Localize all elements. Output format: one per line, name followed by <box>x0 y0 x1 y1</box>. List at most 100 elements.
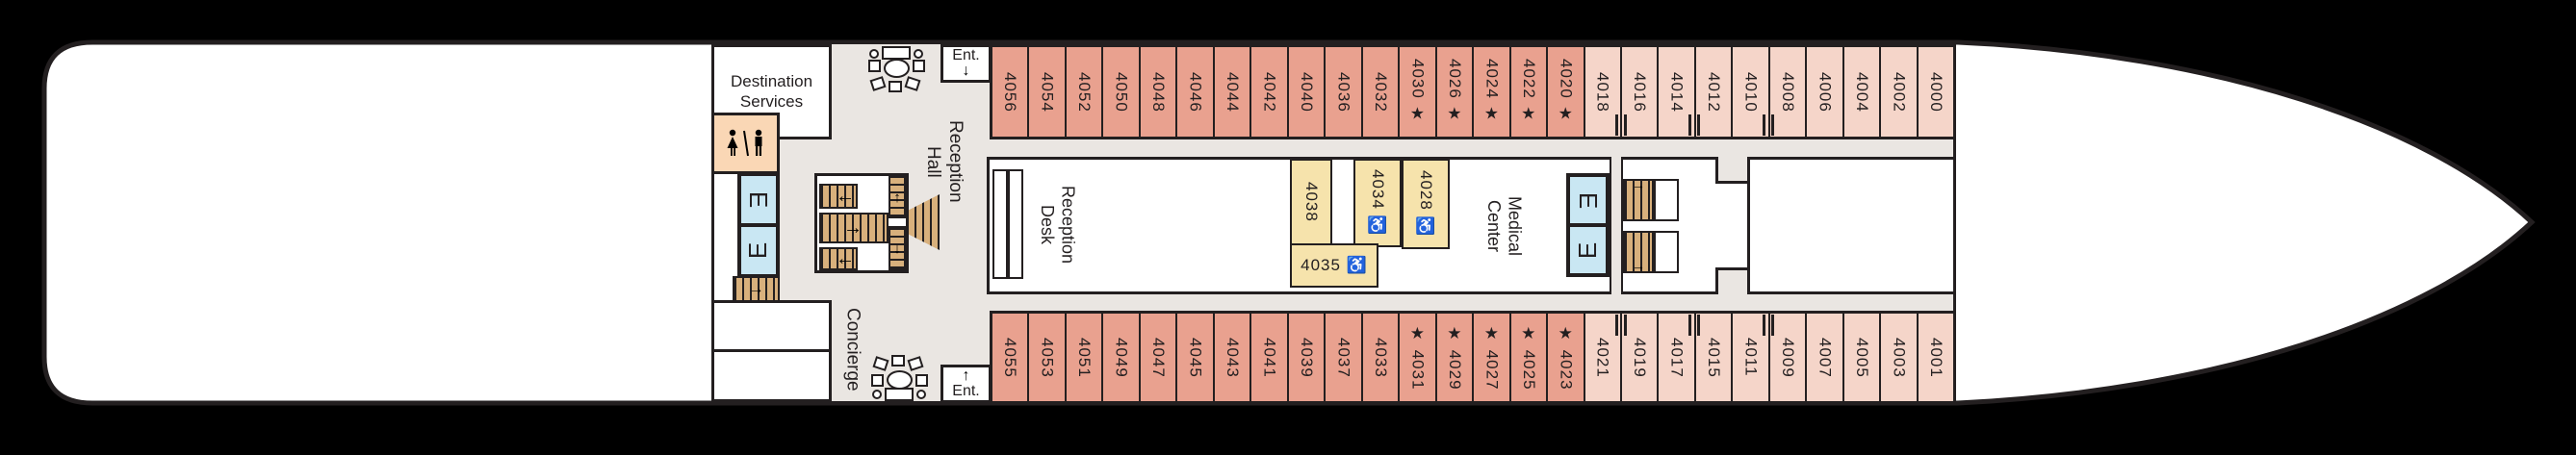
entrance-label: Ent. <box>952 47 980 63</box>
cabin-4014: 4014 <box>1657 47 1694 137</box>
chair-icon <box>872 390 882 399</box>
cabin-number: 4034 <box>1369 169 1387 211</box>
cabin-number: ★ 4031 <box>1408 324 1428 391</box>
entrance-bottom: ↑ Ent. <box>940 365 992 403</box>
cabin-number: 4022 ★ <box>1519 59 1538 125</box>
cabin-4011: 4011 <box>1731 314 1768 401</box>
cabin-4017: 4017 <box>1657 314 1694 401</box>
connecting-rooms-mark <box>1614 315 1627 336</box>
cabin-4006: 4006 <box>1805 47 1842 137</box>
cabin-4055: 4055 <box>992 314 1028 401</box>
cabin-number: 4047 <box>1149 337 1169 378</box>
cabin-number: 4021 <box>1593 337 1612 378</box>
elevator-label: E <box>744 190 774 209</box>
cabin-number: 4017 <box>1667 337 1687 378</box>
cabin-4046: 4046 <box>1175 47 1213 137</box>
table-icon <box>882 46 911 60</box>
stair-landing <box>1654 179 1679 221</box>
table-icon <box>885 388 914 401</box>
cabin-number: 4008 <box>1779 71 1798 113</box>
cabin-4036: 4036 <box>1324 47 1361 137</box>
reception-desk-counter <box>992 169 1008 279</box>
cabin-4051: 4051 <box>1064 314 1102 401</box>
elevator: E <box>741 227 776 274</box>
chair-icon <box>869 49 879 59</box>
cabin-4024: 4024 ★ <box>1472 47 1509 137</box>
cabin-4031: ★ 4031 <box>1398 314 1435 401</box>
cabin-4008: 4008 <box>1767 47 1806 137</box>
cross-passage <box>1610 157 1623 294</box>
cabin-4050: 4050 <box>1101 47 1139 137</box>
chair-icon <box>891 355 905 367</box>
cabin-4029: ★ 4029 <box>1434 314 1473 401</box>
cabin-4022: 4022 ★ <box>1508 47 1547 137</box>
mid-elevator-bank: E E <box>1566 173 1610 277</box>
cabin-4027: ★ 4027 <box>1472 314 1509 401</box>
destination-services-label: Destination Services <box>730 72 813 111</box>
cabin-number: 4004 <box>1853 71 1872 113</box>
cabin-number: 4048 <box>1149 71 1169 113</box>
cabin-4015: 4015 <box>1693 314 1732 401</box>
cabin-4042: 4042 <box>1249 47 1287 137</box>
cabin-number: 4051 <box>1075 337 1095 378</box>
cabin-4001: 4001 <box>1916 314 1954 401</box>
cabin-4045: 4045 <box>1175 314 1213 401</box>
mid-stairs-down <box>1623 231 1654 273</box>
cabin-number: 4003 <box>1890 337 1909 378</box>
cabin-number: 4001 <box>1926 337 1945 378</box>
cabin-4030: 4030 ★ <box>1398 47 1435 137</box>
aft-stairs-arrow: → <box>748 280 764 297</box>
reception-desk-counter <box>1008 169 1023 279</box>
cabin-number: 4035 <box>1301 256 1341 274</box>
cabin-4025: ★ 4025 <box>1508 314 1547 401</box>
stair-arrow: ← <box>836 185 855 207</box>
cabin-4000: 4000 <box>1916 47 1954 137</box>
forward-room <box>1747 157 1956 294</box>
cabin-number: ★ 4029 <box>1445 324 1464 391</box>
medical-center-label: Medical Center <box>1484 195 1525 257</box>
table-icon <box>884 59 910 78</box>
cabin-4054: 4054 <box>1027 47 1065 137</box>
cabin-4007: 4007 <box>1805 314 1842 401</box>
cabin-4053: 4053 <box>1027 314 1065 401</box>
cabin-number: 4024 ★ <box>1482 59 1502 125</box>
connecting-rooms-mark <box>1763 114 1775 136</box>
cabin-number: 4045 <box>1186 337 1205 378</box>
cabin-number: 4026 ★ <box>1445 59 1464 125</box>
entrance-arrow: ↑ <box>962 367 970 384</box>
cabin-4040: 4040 <box>1286 47 1325 137</box>
aft-elevator-bank: E E <box>737 172 780 278</box>
cabin-number: 4011 <box>1741 338 1761 377</box>
cabin-4048: 4048 <box>1138 47 1176 137</box>
cabin-4005: 4005 <box>1842 314 1880 401</box>
reception-desk-label: Reception Desk <box>1038 186 1078 265</box>
cabin-number: 4016 <box>1631 71 1650 113</box>
chair-icon <box>868 60 881 72</box>
cabin-number: 4020 ★ <box>1557 59 1576 125</box>
cabin-4039: 4039 <box>1286 314 1325 401</box>
cabin-number: 4039 <box>1297 337 1316 378</box>
table-icon <box>887 370 913 390</box>
reception-hall-label: Reception Hall <box>923 120 966 203</box>
cabin-number: 4030 ★ <box>1408 59 1428 125</box>
stair-arrow: → <box>843 216 863 239</box>
cabin-4028: 4028 ♿ <box>1402 159 1450 249</box>
chair-icon <box>914 49 923 59</box>
cabin-4035: 4035 ♿ <box>1290 243 1378 288</box>
cabin-number: 4036 <box>1334 71 1353 113</box>
cabin-4052: 4052 <box>1064 47 1102 137</box>
elevator: E <box>741 176 776 223</box>
cabin-number: 4033 <box>1371 337 1390 378</box>
cabin-4033: 4033 <box>1360 314 1399 401</box>
cabin-4004: 4004 <box>1842 47 1880 137</box>
chair-icon <box>871 374 884 387</box>
cabin-number: 4000 <box>1926 71 1945 113</box>
accessible-icon: ♿ <box>1369 215 1387 237</box>
cabin-number: 4040 <box>1297 71 1316 113</box>
cabin-4023: ★ 4023 <box>1546 314 1584 401</box>
cabin-number: ★ 4023 <box>1557 324 1576 391</box>
cabin-4009: 4009 <box>1767 314 1806 401</box>
elevator: E <box>1570 177 1606 223</box>
cabin-number: 4038 <box>1302 182 1321 222</box>
connecting-rooms-mark <box>1614 114 1627 136</box>
